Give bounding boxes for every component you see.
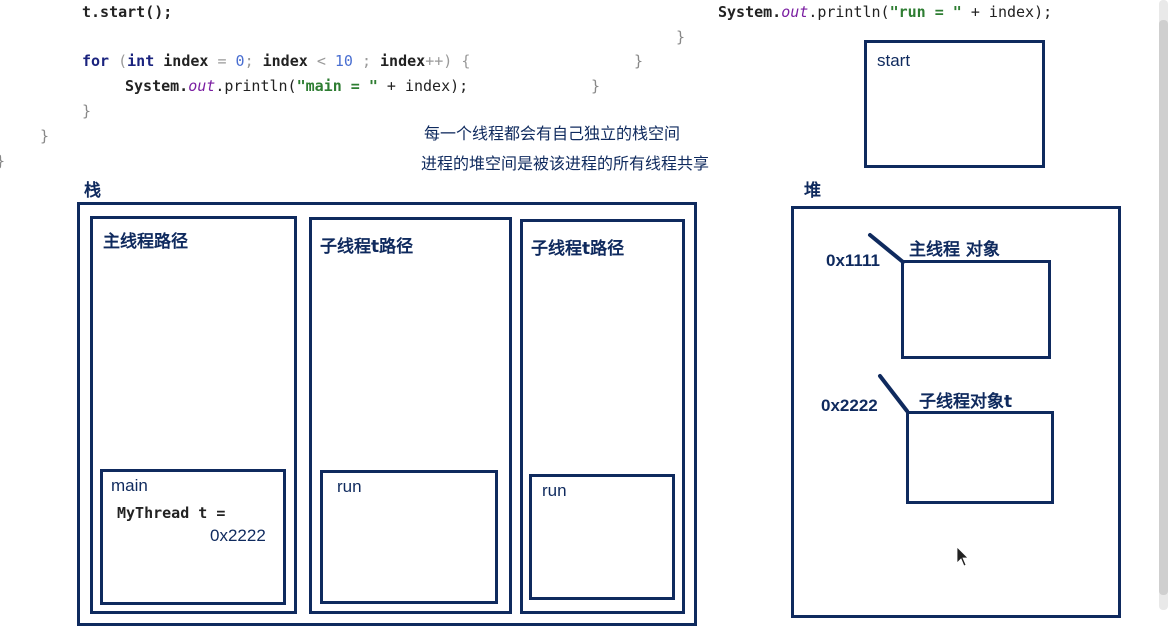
sub-thread-2-label: 子线程t路径 xyxy=(531,239,625,259)
sub-thread-1-label: 子线程t路径 xyxy=(320,237,414,257)
index-var: index xyxy=(163,52,209,70)
stack-container xyxy=(77,202,697,626)
frame-run-1: run xyxy=(320,470,498,604)
frame-run-1-label: run xyxy=(337,477,362,496)
frame-main-label: main xyxy=(111,476,148,495)
code-line-println-run: System.out.println("run = " + index); xyxy=(718,2,1052,22)
start-box: start xyxy=(864,40,1045,168)
println-text-2: .println( xyxy=(808,3,890,21)
system-text: System. xyxy=(125,77,189,95)
code-line-for: for (int index = 0; index < 10 ; index++… xyxy=(82,52,471,70)
system-text-2: System. xyxy=(718,3,782,21)
out-text: out xyxy=(188,77,216,95)
brace-2: } xyxy=(40,127,50,145)
frame-main: main MyThread t = 0x2222 xyxy=(100,469,286,605)
println-text: .println( xyxy=(215,77,297,95)
obj2-addr: 0x2222 xyxy=(821,396,878,415)
ten-literal: 10 xyxy=(334,52,353,70)
code-line-start: t.start(); xyxy=(82,2,172,22)
sub-thread-stack-1: 子线程t路径 xyxy=(309,217,512,614)
plus-index-text-2: + index); xyxy=(961,3,1053,21)
brace-6: } xyxy=(676,28,686,46)
obj1-label: 主线程 对象 xyxy=(909,240,1000,260)
frame-main-value: 0x2222 xyxy=(210,526,266,545)
out-text-2: out xyxy=(781,3,809,21)
for-keyword: for xyxy=(82,52,110,70)
heap-title: 堆 xyxy=(804,181,821,201)
frame-main-var: MyThread t = xyxy=(117,504,226,522)
start-label: start xyxy=(877,51,911,70)
frame-run-2: run xyxy=(529,474,675,600)
obj2-label: 子线程对象t xyxy=(919,392,1013,412)
note-line-2: 进程的堆空间是被该进程的所有线程共享 xyxy=(421,154,710,173)
run-string: "run = " xyxy=(889,3,962,21)
zero-literal: 0 xyxy=(235,52,245,70)
code-start-text: t.start(); xyxy=(82,3,173,21)
brace-3: } xyxy=(0,151,5,171)
obj1-box xyxy=(901,260,1051,359)
main-string: "main = " xyxy=(296,77,378,95)
obj2-box xyxy=(906,411,1054,504)
note-line-1: 每一个线程都会有自己独立的栈空间 xyxy=(424,124,681,143)
brace-5: } xyxy=(591,77,601,95)
sub-thread-stack-2: 子线程t路径 xyxy=(520,219,685,614)
main-thread-stack: 主线程路径 xyxy=(90,216,297,614)
heap-container xyxy=(791,206,1121,618)
plus-index-text: + index); xyxy=(377,77,469,95)
stack-title: 栈 xyxy=(84,181,101,201)
code-line-println-main: System.out.println("main = " + index); xyxy=(125,76,468,96)
int-keyword: int xyxy=(127,52,155,70)
scrollbar-thumb[interactable] xyxy=(1159,20,1168,595)
obj1-addr: 0x1111 xyxy=(826,251,880,270)
main-thread-label: 主线程路径 xyxy=(103,232,188,252)
brace-1: } xyxy=(82,102,92,120)
frame-run-2-label: run xyxy=(542,481,567,500)
brace-4: } xyxy=(634,52,644,70)
